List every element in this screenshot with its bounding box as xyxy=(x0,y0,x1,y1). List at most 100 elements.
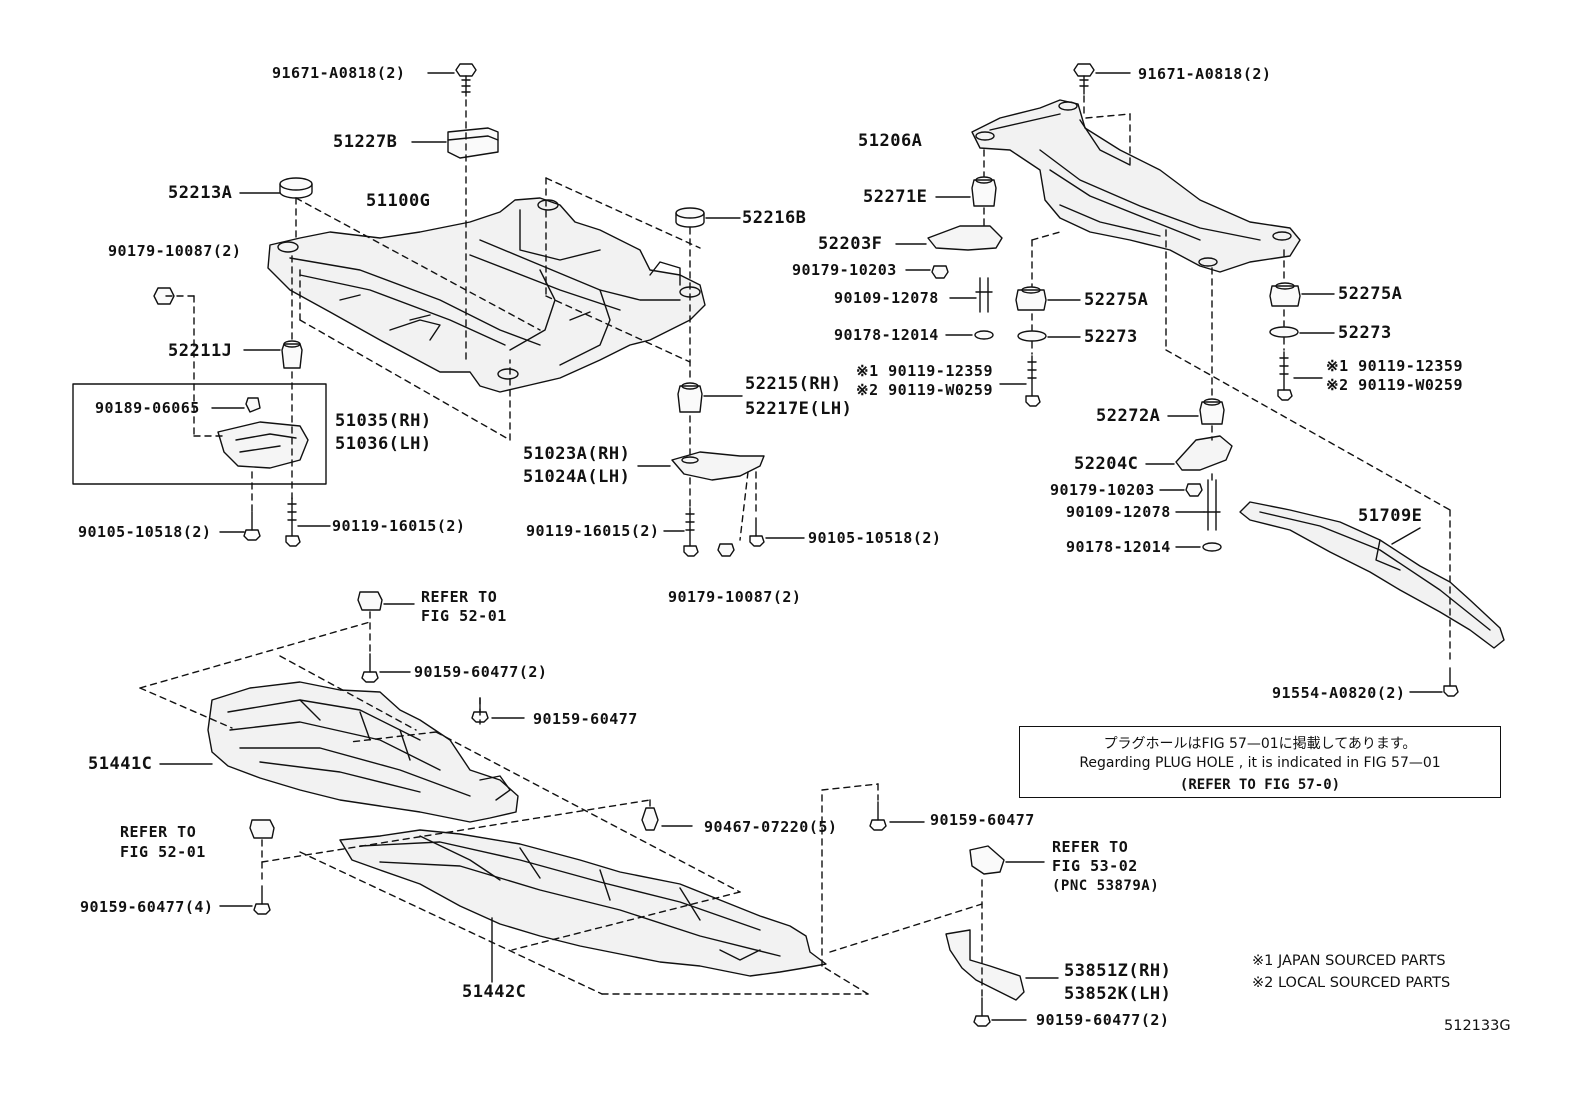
under-cover-51441c xyxy=(207,681,519,823)
label-90109-12078-a: 90109-12078 xyxy=(834,289,939,307)
label-51036: 51036(LH) xyxy=(335,434,432,454)
bolt-90119-16015-left xyxy=(285,497,331,547)
label-52213a: 52213A xyxy=(168,183,233,203)
label-51024a: 51024A(LH) xyxy=(523,467,631,487)
washer-52273-a xyxy=(1017,330,1081,342)
clip-refer-52-01-b xyxy=(249,819,275,839)
label-90119-w0259-a: ※2 90119-W0259 xyxy=(856,381,993,399)
front-subframe-51100g xyxy=(267,197,706,393)
bracket-group-51035 xyxy=(72,383,327,485)
label-90179-10087-left: 90179-10087(2) xyxy=(108,242,242,260)
label-52203f: 52203F xyxy=(818,234,883,254)
bushing-52275a-a xyxy=(1015,286,1081,311)
clip-refer-52-01-a xyxy=(357,591,415,611)
label-51100g: 51100G xyxy=(366,191,431,211)
label-52271e: 52271E xyxy=(863,187,928,207)
label-90189-06065: 90189-06065 xyxy=(95,399,200,417)
label-52272a: 52272A xyxy=(1096,406,1161,426)
bolt-90159-60477-2a xyxy=(361,653,411,683)
label-90178-12014-a: 90178-12014 xyxy=(834,326,939,344)
label-52204c: 52204C xyxy=(1074,454,1139,474)
label-52273-b: 52273 xyxy=(1338,323,1392,343)
under-cover-51442c xyxy=(339,829,827,977)
bolt-90159-60477-2b xyxy=(973,997,1027,1027)
plug-hole-note: プラグホールはFIG 57—01に掲載してあります。 Regarding PLU… xyxy=(1019,726,1501,798)
bolt-90119-12359-b xyxy=(1277,351,1323,401)
footnote-local-sourced: ※2 LOCAL SOURCED PARTS xyxy=(1252,975,1451,991)
clip-90467 xyxy=(641,807,693,831)
label-90119-16015-left: 90119-16015(2) xyxy=(332,517,466,535)
washer-90178-a xyxy=(945,330,994,340)
assembly-lines-front xyxy=(165,99,757,541)
bushing-52215 xyxy=(677,382,743,413)
label-90159-60477-a: 90159-60477 xyxy=(533,710,638,728)
label-51206a: 51206A xyxy=(858,131,923,151)
bracket-51227b xyxy=(411,127,499,159)
bushing-52272a xyxy=(1167,398,1225,425)
bolt-90159-60477-4 xyxy=(219,885,271,915)
label-90179-10203-a: 90179-10203 xyxy=(792,261,897,279)
label-51709e: 51709E xyxy=(1358,506,1423,526)
label-90105-mid: 90105-10518(2) xyxy=(808,529,942,547)
bolt-91554 xyxy=(1409,667,1459,697)
label-90159-60477-2b: 90159-60477(2) xyxy=(1036,1011,1170,1029)
label-90159-60477-4: 90159-60477(4) xyxy=(80,898,214,916)
assembly-lines-cover xyxy=(139,611,983,997)
label-90119-12359-a: ※1 90119-12359 xyxy=(856,362,993,380)
bolt-90119-12359-a xyxy=(999,355,1041,407)
label-90178-12014-b: 90178-12014 xyxy=(1066,538,1171,556)
label-90159-60477-b: 90159-60477 xyxy=(930,811,1035,829)
washer-90178-b xyxy=(1175,542,1222,552)
label-53852k: 53852K(LH) xyxy=(1064,984,1172,1004)
label-91671-right: 91671-A0818(2) xyxy=(1138,65,1272,83)
bolt-90119-mid xyxy=(663,507,699,557)
bracket-51023a xyxy=(637,451,765,481)
label-51442c: 51442C xyxy=(462,982,527,1002)
bushing-52211j xyxy=(243,340,303,369)
note-line-japanese: プラグホールはFIG 57—01に掲載してあります。 xyxy=(1103,736,1417,752)
label-90105-left: 90105-10518(2) xyxy=(78,523,212,541)
bracket-52203f xyxy=(895,225,1003,251)
label-90179-10087-mid: 90179-10087(2) xyxy=(668,588,802,606)
bracket-refer-53-02 xyxy=(969,845,1045,875)
figure-id: 512133G xyxy=(1444,1018,1511,1034)
label-52216b: 52216B xyxy=(742,208,807,228)
nut-90179-left xyxy=(153,287,175,305)
bushing-52216b xyxy=(675,207,741,228)
bolt-90105-left xyxy=(219,511,261,541)
label-53851z: 53851Z(RH) xyxy=(1064,961,1172,981)
bushing-52271e xyxy=(935,176,997,207)
label-90109-12078-b: 90109-12078 xyxy=(1066,503,1171,521)
label-90159-60477-2a: 90159-60477(2) xyxy=(414,663,548,681)
bushing-52213a xyxy=(239,177,313,199)
bracket-52204c xyxy=(1145,435,1233,471)
stud-90109-a xyxy=(949,277,993,313)
bolt-90159-60477-b xyxy=(869,801,925,831)
bushing-52275a-b xyxy=(1269,282,1335,307)
label-52217e: 52217E(LH) xyxy=(745,399,853,419)
label-90467: 90467-07220(5) xyxy=(704,818,838,836)
label-51227b: 51227B xyxy=(333,132,398,152)
label-91671-left: 91671-A0818(2) xyxy=(272,64,406,82)
label-52275a-a: 52275A xyxy=(1084,290,1149,310)
label-91554: 91554-A0820(2) xyxy=(1272,684,1406,702)
label-51035: 51035(RH) xyxy=(335,411,432,431)
note-line-refer: (REFER TO FIG 57-0) xyxy=(1179,777,1341,793)
label-refer-52-01-a2: FIG 52-01 xyxy=(421,607,507,625)
nut-90179-mid xyxy=(717,543,735,557)
stud-90109-b xyxy=(1175,479,1221,531)
bolt-91671-left xyxy=(427,63,477,97)
label-90179-10203-b: 90179-10203 xyxy=(1050,481,1155,499)
nut-90179-10203-a xyxy=(905,265,949,279)
assembly-lines-rear xyxy=(983,95,1451,665)
note-line-english: Regarding PLUG HOLE , it is indicated in… xyxy=(1079,755,1441,771)
label-90119-16015-mid: 90119-16015(2) xyxy=(526,522,660,540)
label-52273-a: 52273 xyxy=(1084,327,1138,347)
label-52215: 52215(RH) xyxy=(745,374,842,394)
rear-subframe-51206a xyxy=(971,99,1301,273)
bracket-53851z xyxy=(945,929,1059,1001)
label-refer-53-02-1: REFER TO xyxy=(1052,838,1129,856)
washer-52273-b xyxy=(1269,326,1335,338)
bolt-91671-right xyxy=(1073,63,1131,95)
